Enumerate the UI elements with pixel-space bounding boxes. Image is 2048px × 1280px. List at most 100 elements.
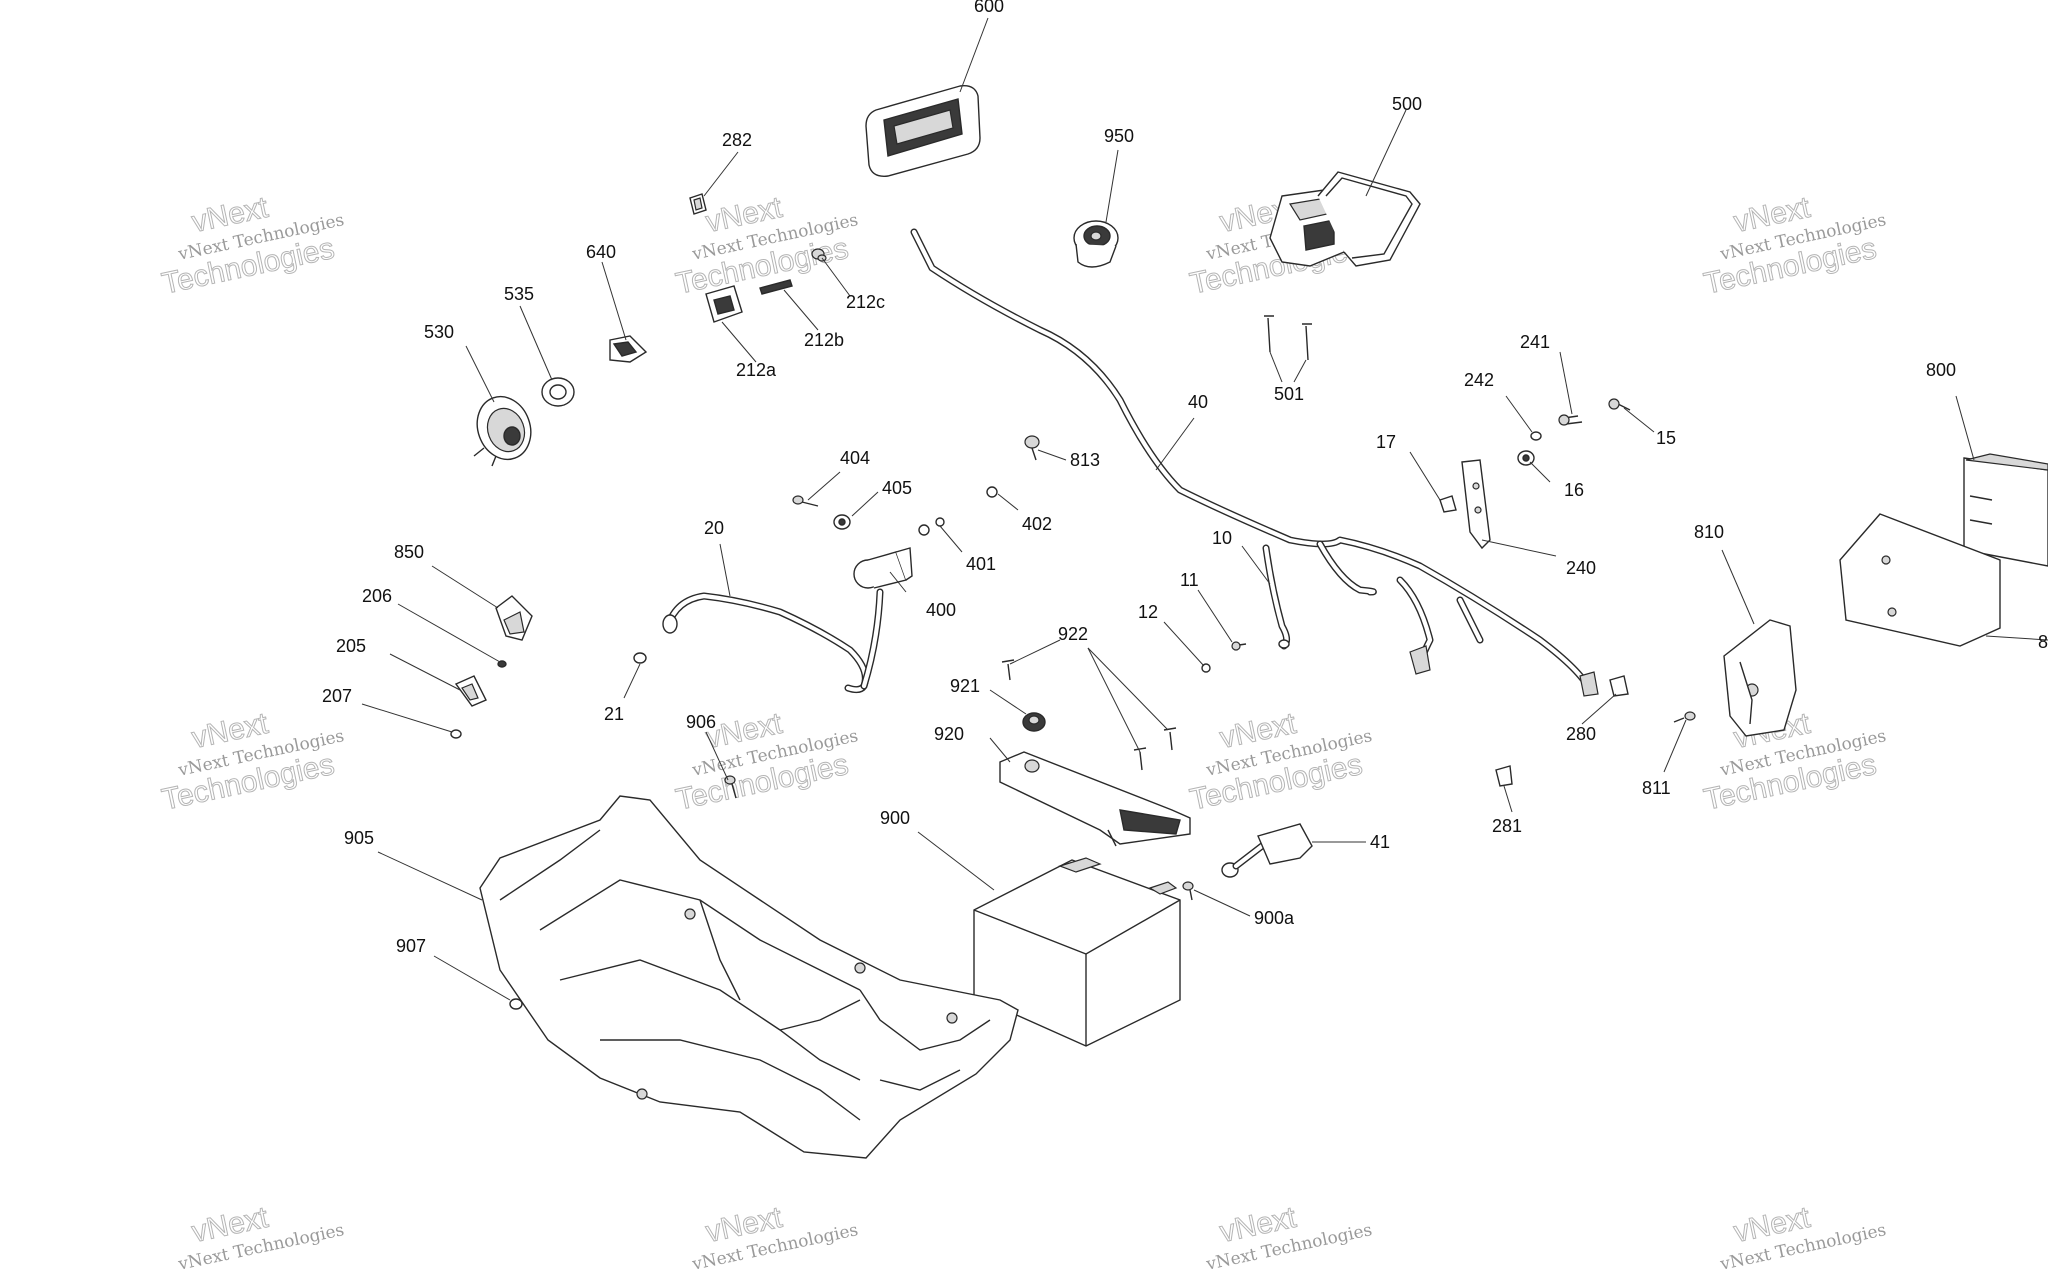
part-15-bolt[interactable] xyxy=(1608,398,1631,411)
part-400-solenoid[interactable] xyxy=(853,547,913,589)
part-212a-connector[interactable] xyxy=(705,285,743,323)
callout-811: 811 xyxy=(1642,778,1671,798)
callout-17: 17 xyxy=(1376,432,1396,452)
part-207-washer[interactable] xyxy=(450,729,462,739)
callout-212b: 212b xyxy=(804,330,844,350)
part-922-bolts[interactable] xyxy=(1001,659,1177,771)
callout-12: 12 xyxy=(1138,602,1158,622)
watermark-tile: vNext vNext Technologies xyxy=(1718,1200,1888,1275)
callout-402: 402 xyxy=(1022,514,1052,534)
callout-10: 10 xyxy=(1212,528,1232,548)
part-900a-bolt[interactable] xyxy=(1182,881,1194,901)
leader-lines xyxy=(361,17,2048,1001)
callout-281: 281 xyxy=(1492,816,1522,836)
part-40-main-harness[interactable] xyxy=(910,228,1599,697)
part-242-washer[interactable] xyxy=(1530,431,1542,441)
part-905-battery-tray[interactable] xyxy=(479,795,1019,1159)
part-11-bolt[interactable] xyxy=(1231,641,1247,651)
part-530-switch[interactable] xyxy=(469,389,540,467)
callout-530: 530 xyxy=(424,322,454,342)
callout-41: 41 xyxy=(1370,832,1390,852)
part-21-nut[interactable] xyxy=(633,652,647,664)
callout-212a: 212a xyxy=(736,360,777,380)
callout-205: 205 xyxy=(336,636,366,656)
callout-906: 906 xyxy=(686,712,716,732)
part-921-nut[interactable] xyxy=(1022,712,1046,732)
part-501-screws[interactable] xyxy=(1264,315,1312,361)
part-212b-pins[interactable] xyxy=(759,279,793,295)
callout-900a: 900a xyxy=(1254,908,1295,928)
part-813-bolt[interactable] xyxy=(1024,435,1040,461)
callout-922: 922 xyxy=(1058,624,1088,644)
callout-400: 400 xyxy=(926,600,956,620)
callout-813: 813 xyxy=(1070,450,1100,470)
watermark-tile: vNext vNext Technologies Technologies xyxy=(673,706,860,817)
part-20-cable[interactable] xyxy=(662,588,884,694)
part-212c-pins[interactable] xyxy=(811,248,827,262)
callout-535: 535 xyxy=(504,284,534,304)
part-plate[interactable] xyxy=(1839,513,2001,647)
parts-layer xyxy=(450,85,2048,1159)
callout-405: 405 xyxy=(882,478,912,498)
part-282-clip[interactable] xyxy=(689,193,707,215)
part-241-bolt[interactable] xyxy=(1558,414,1583,426)
part-920-hold-down[interactable] xyxy=(999,751,1191,847)
callout-640: 640 xyxy=(586,242,616,262)
part-810-bracket[interactable] xyxy=(1723,619,1797,737)
part-206-screw[interactable] xyxy=(497,660,507,668)
part-281-clip[interactable] xyxy=(1495,765,1513,787)
callout-905: 905 xyxy=(344,828,374,848)
callout-500: 500 xyxy=(1392,94,1422,114)
callout-241: 241 xyxy=(1520,332,1550,352)
part-907-nut[interactable] xyxy=(509,998,523,1010)
callout-16: 16 xyxy=(1564,480,1584,500)
watermark-tile: vNext vNext Technologies Technologies xyxy=(1701,706,1888,817)
part-600-ecm-connector[interactable] xyxy=(865,85,981,177)
watermark-layer: vNext vNext Technologies Technologies vN… xyxy=(159,190,1888,1275)
callout-20: 20 xyxy=(704,518,724,538)
callout-212c: 212c xyxy=(846,292,885,312)
callout-810: 810 xyxy=(1694,522,1724,542)
part-500-fuse-box[interactable] xyxy=(1269,171,1421,267)
part-405-nut[interactable] xyxy=(833,514,851,530)
part-280-clip[interactable] xyxy=(1609,675,1629,697)
callout-280: 280 xyxy=(1566,724,1596,744)
part-535-nut[interactable] xyxy=(541,377,575,407)
watermark-tile: vNext vNext Technologies Technologies xyxy=(159,706,346,817)
callout-850: 850 xyxy=(394,542,424,562)
callout-950: 950 xyxy=(1104,126,1134,146)
part-17-clip[interactable] xyxy=(1439,495,1457,513)
part-401-nut[interactable] xyxy=(918,517,945,536)
watermark-tile: vNext vNext Technologies xyxy=(1204,1200,1374,1275)
watermark-tile: vNext vNext Technologies xyxy=(176,1200,346,1275)
callout-15: 15 xyxy=(1656,428,1676,448)
part-404-bolt[interactable] xyxy=(792,495,819,507)
part-950-socket[interactable] xyxy=(1073,220,1119,268)
part-41-battery-cable[interactable] xyxy=(1221,823,1313,878)
watermark-tile: vNext vNext Technologies Technologies xyxy=(159,190,346,301)
part-402-nut[interactable] xyxy=(986,486,998,498)
callout-40: 40 xyxy=(1188,392,1208,412)
part-811-bolt[interactable] xyxy=(1673,711,1696,723)
callout-907: 907 xyxy=(396,936,426,956)
callout-401: 401 xyxy=(966,554,996,574)
part-850-relay[interactable] xyxy=(495,595,533,641)
callout-600: 600 xyxy=(974,0,1004,16)
part-10-ground-strap[interactable] xyxy=(1262,544,1291,650)
watermark-tile: vNext vNext Technologies Technologies xyxy=(1701,190,1888,301)
callout-8-partial: 8 xyxy=(2038,632,2048,652)
part-205-clip[interactable] xyxy=(454,675,487,707)
callout-404: 404 xyxy=(840,448,870,468)
callout-labels: 600 282 950 500 640 212c 535 530 212b 21… xyxy=(322,0,2048,956)
watermark-tile: vNext vNext Technologies Technologies xyxy=(1187,706,1374,817)
part-16-nut[interactable] xyxy=(1517,450,1535,466)
part-640-connector[interactable] xyxy=(609,335,648,363)
callout-240: 240 xyxy=(1566,558,1596,578)
part-240-bracket[interactable] xyxy=(1461,459,1491,550)
watermark-tile: vNext vNext Technologies Technologies xyxy=(673,190,860,301)
callout-11: 11 xyxy=(1180,570,1199,590)
part-800-module[interactable] xyxy=(1963,453,2048,567)
callout-920: 920 xyxy=(934,724,964,744)
callout-21: 21 xyxy=(604,704,624,724)
